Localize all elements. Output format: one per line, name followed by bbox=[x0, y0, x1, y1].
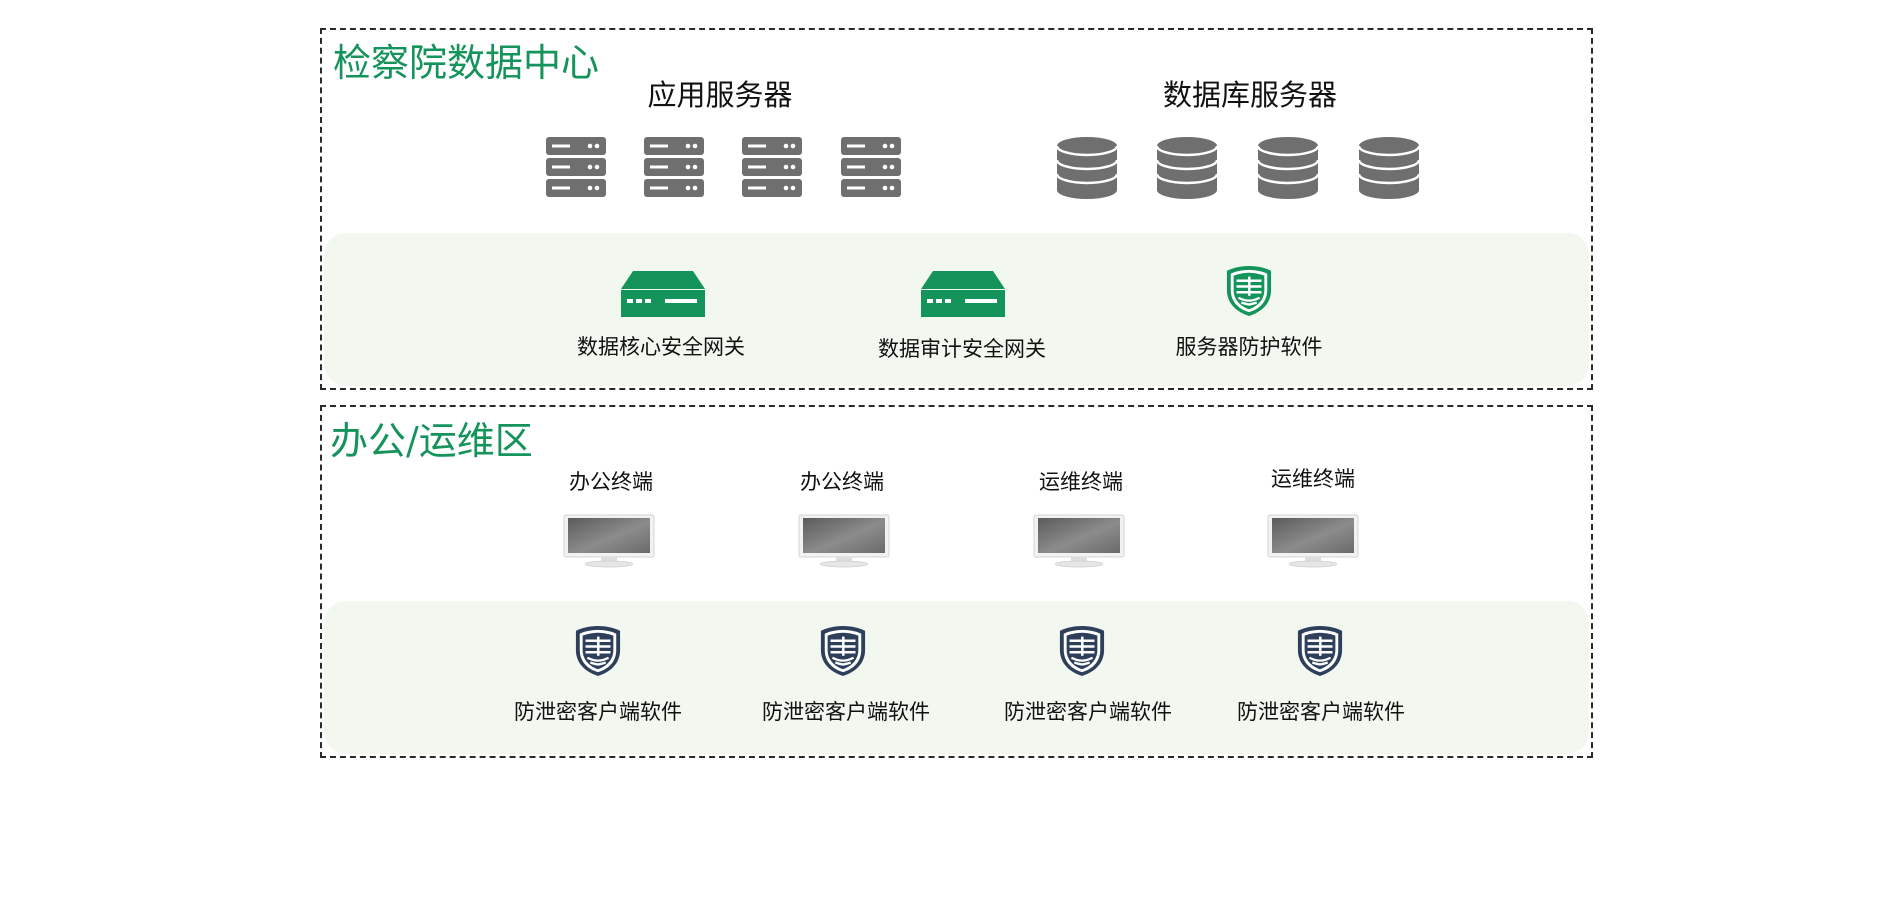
monitor-icon bbox=[563, 514, 655, 568]
rack-server-icon bbox=[841, 137, 901, 197]
rack-server-icon bbox=[546, 137, 606, 197]
rack-server-icon bbox=[644, 137, 704, 197]
green-shield-icon bbox=[1225, 264, 1273, 318]
server-protection-label: 服务器防护软件 bbox=[1175, 335, 1323, 359]
client-software-label: 防泄密客户端软件 bbox=[1004, 700, 1172, 724]
navy-shield-icon bbox=[574, 624, 622, 678]
navy-shield-icon bbox=[1058, 624, 1106, 678]
monitor-icon bbox=[1267, 514, 1359, 568]
office-title: 办公/运维区 bbox=[330, 419, 533, 463]
terminal-label: 办公终端 bbox=[569, 470, 653, 494]
monitor-icon bbox=[798, 514, 890, 568]
database-icon bbox=[1055, 136, 1119, 200]
datacenter-title: 检察院数据中心 bbox=[333, 41, 600, 85]
terminal-label: 运维终端 bbox=[1039, 470, 1123, 494]
gateway-device-icon bbox=[621, 271, 705, 317]
audit-gateway-label: 数据审计安全网关 bbox=[878, 337, 1046, 361]
database-icon bbox=[1256, 136, 1320, 200]
client-software-label: 防泄密客户端软件 bbox=[1237, 700, 1405, 724]
gateway-device-icon bbox=[921, 271, 1005, 317]
terminal-label: 运维终端 bbox=[1271, 467, 1355, 491]
terminal-label: 办公终端 bbox=[800, 470, 884, 494]
client-software-label: 防泄密客户端软件 bbox=[514, 700, 682, 724]
client-software-label: 防泄密客户端软件 bbox=[762, 700, 930, 724]
database-icon bbox=[1357, 136, 1421, 200]
navy-shield-icon bbox=[1296, 624, 1344, 678]
datacenter-zone bbox=[320, 28, 1593, 390]
core-gateway-label: 数据核心安全网关 bbox=[577, 335, 745, 359]
navy-shield-icon bbox=[819, 624, 867, 678]
office-security-band bbox=[324, 601, 1589, 754]
monitor-icon bbox=[1033, 514, 1125, 568]
app-servers-label: 应用服务器 bbox=[647, 78, 793, 112]
office-zone bbox=[320, 405, 1593, 758]
db-servers-label: 数据库服务器 bbox=[1162, 78, 1338, 112]
rack-server-icon bbox=[742, 137, 802, 197]
database-icon bbox=[1155, 136, 1219, 200]
